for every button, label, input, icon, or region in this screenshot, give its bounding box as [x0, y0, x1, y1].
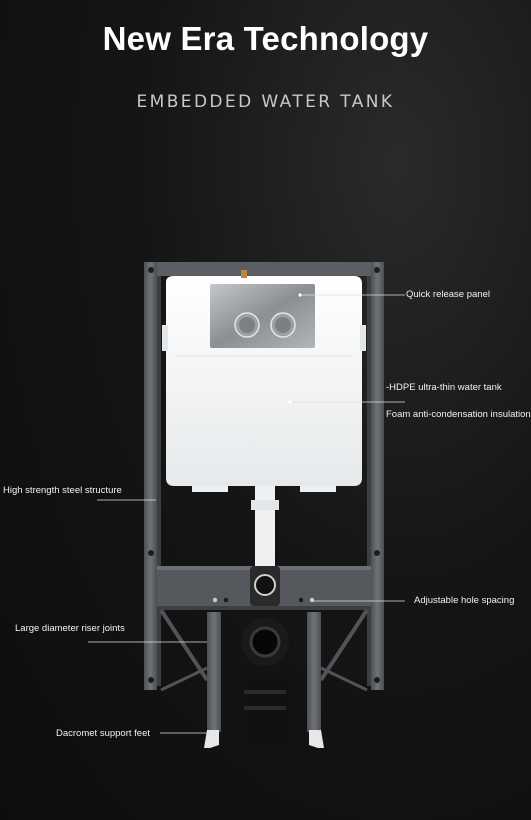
water-tank	[162, 270, 366, 606]
leader-lines	[88, 294, 405, 734]
page-title: New Era Technology	[102, 20, 429, 57]
label-hole-spacing: Adjustable hole spacing	[414, 595, 515, 606]
support-feet	[204, 730, 324, 748]
page-subtitle: EMBEDDED WATER TANK	[136, 92, 395, 112]
label-quick-release-panel: Quick release panel	[406, 289, 490, 300]
label-support-feet: Dacromet support feet	[56, 728, 150, 739]
riser-joint	[207, 612, 321, 748]
label-riser-joints: Large diameter riser joints	[15, 623, 125, 634]
label-steel-structure: High strength steel structure	[3, 485, 122, 496]
label-hdpe-tank: -HDPE ultra-thin water tank	[386, 382, 502, 393]
label-foam-insulation: Foam anti-condensation insulation	[386, 409, 531, 420]
